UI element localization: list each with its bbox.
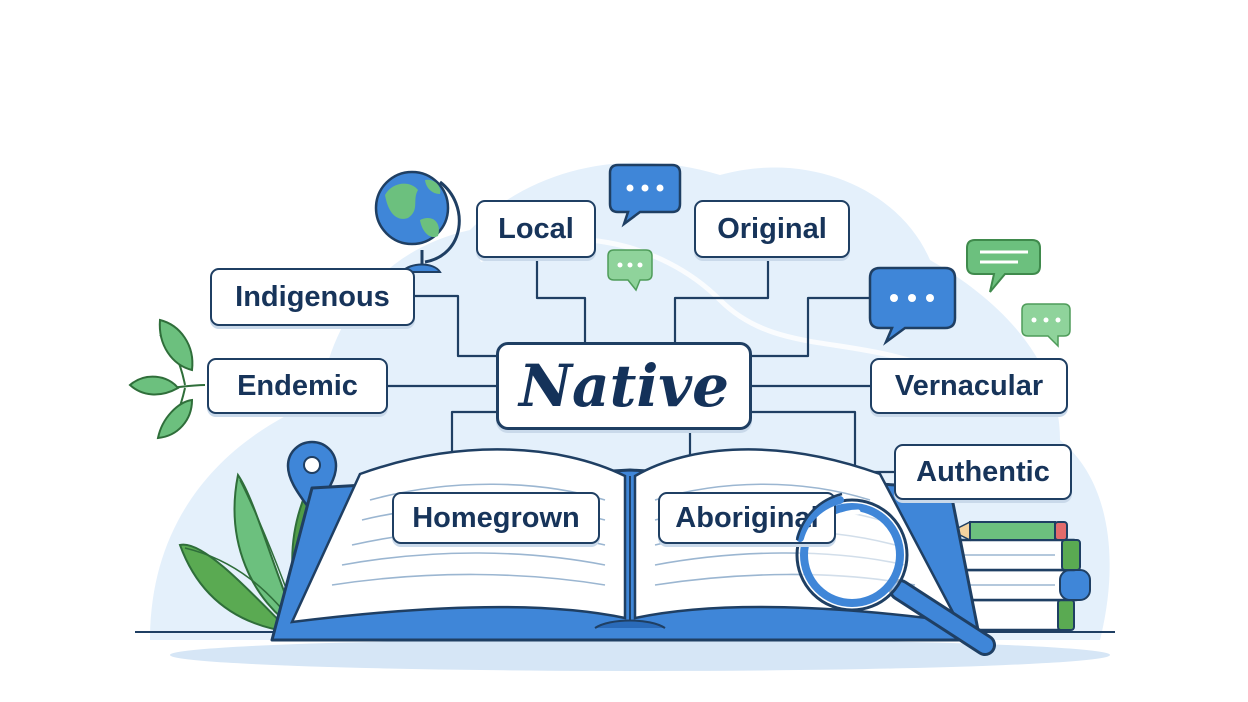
word-indigenous: Indigenous bbox=[210, 268, 415, 326]
plant-leaves bbox=[178, 472, 322, 635]
word-vernacular: Vernacular bbox=[870, 358, 1068, 414]
word-authentic: Authentic bbox=[894, 444, 1072, 500]
word-local: Local bbox=[476, 200, 596, 258]
pencil-icon bbox=[950, 520, 1068, 542]
word-aboriginal: Aboriginal bbox=[658, 492, 836, 544]
speech-bubble-icon bbox=[868, 266, 957, 346]
word-endemic: Endemic bbox=[207, 358, 388, 414]
word-homegrown: Homegrown bbox=[392, 492, 600, 544]
leaf-icon bbox=[128, 318, 206, 440]
speech-bubble-icon bbox=[1021, 303, 1071, 348]
globe-icon bbox=[374, 170, 461, 273]
center-word-native: Native bbox=[496, 342, 752, 430]
speech-bubble-icon bbox=[607, 249, 653, 292]
speech-bubble-icon bbox=[608, 163, 682, 228]
speech-bubble-icon bbox=[966, 239, 1041, 293]
word-original: Original bbox=[694, 200, 850, 258]
